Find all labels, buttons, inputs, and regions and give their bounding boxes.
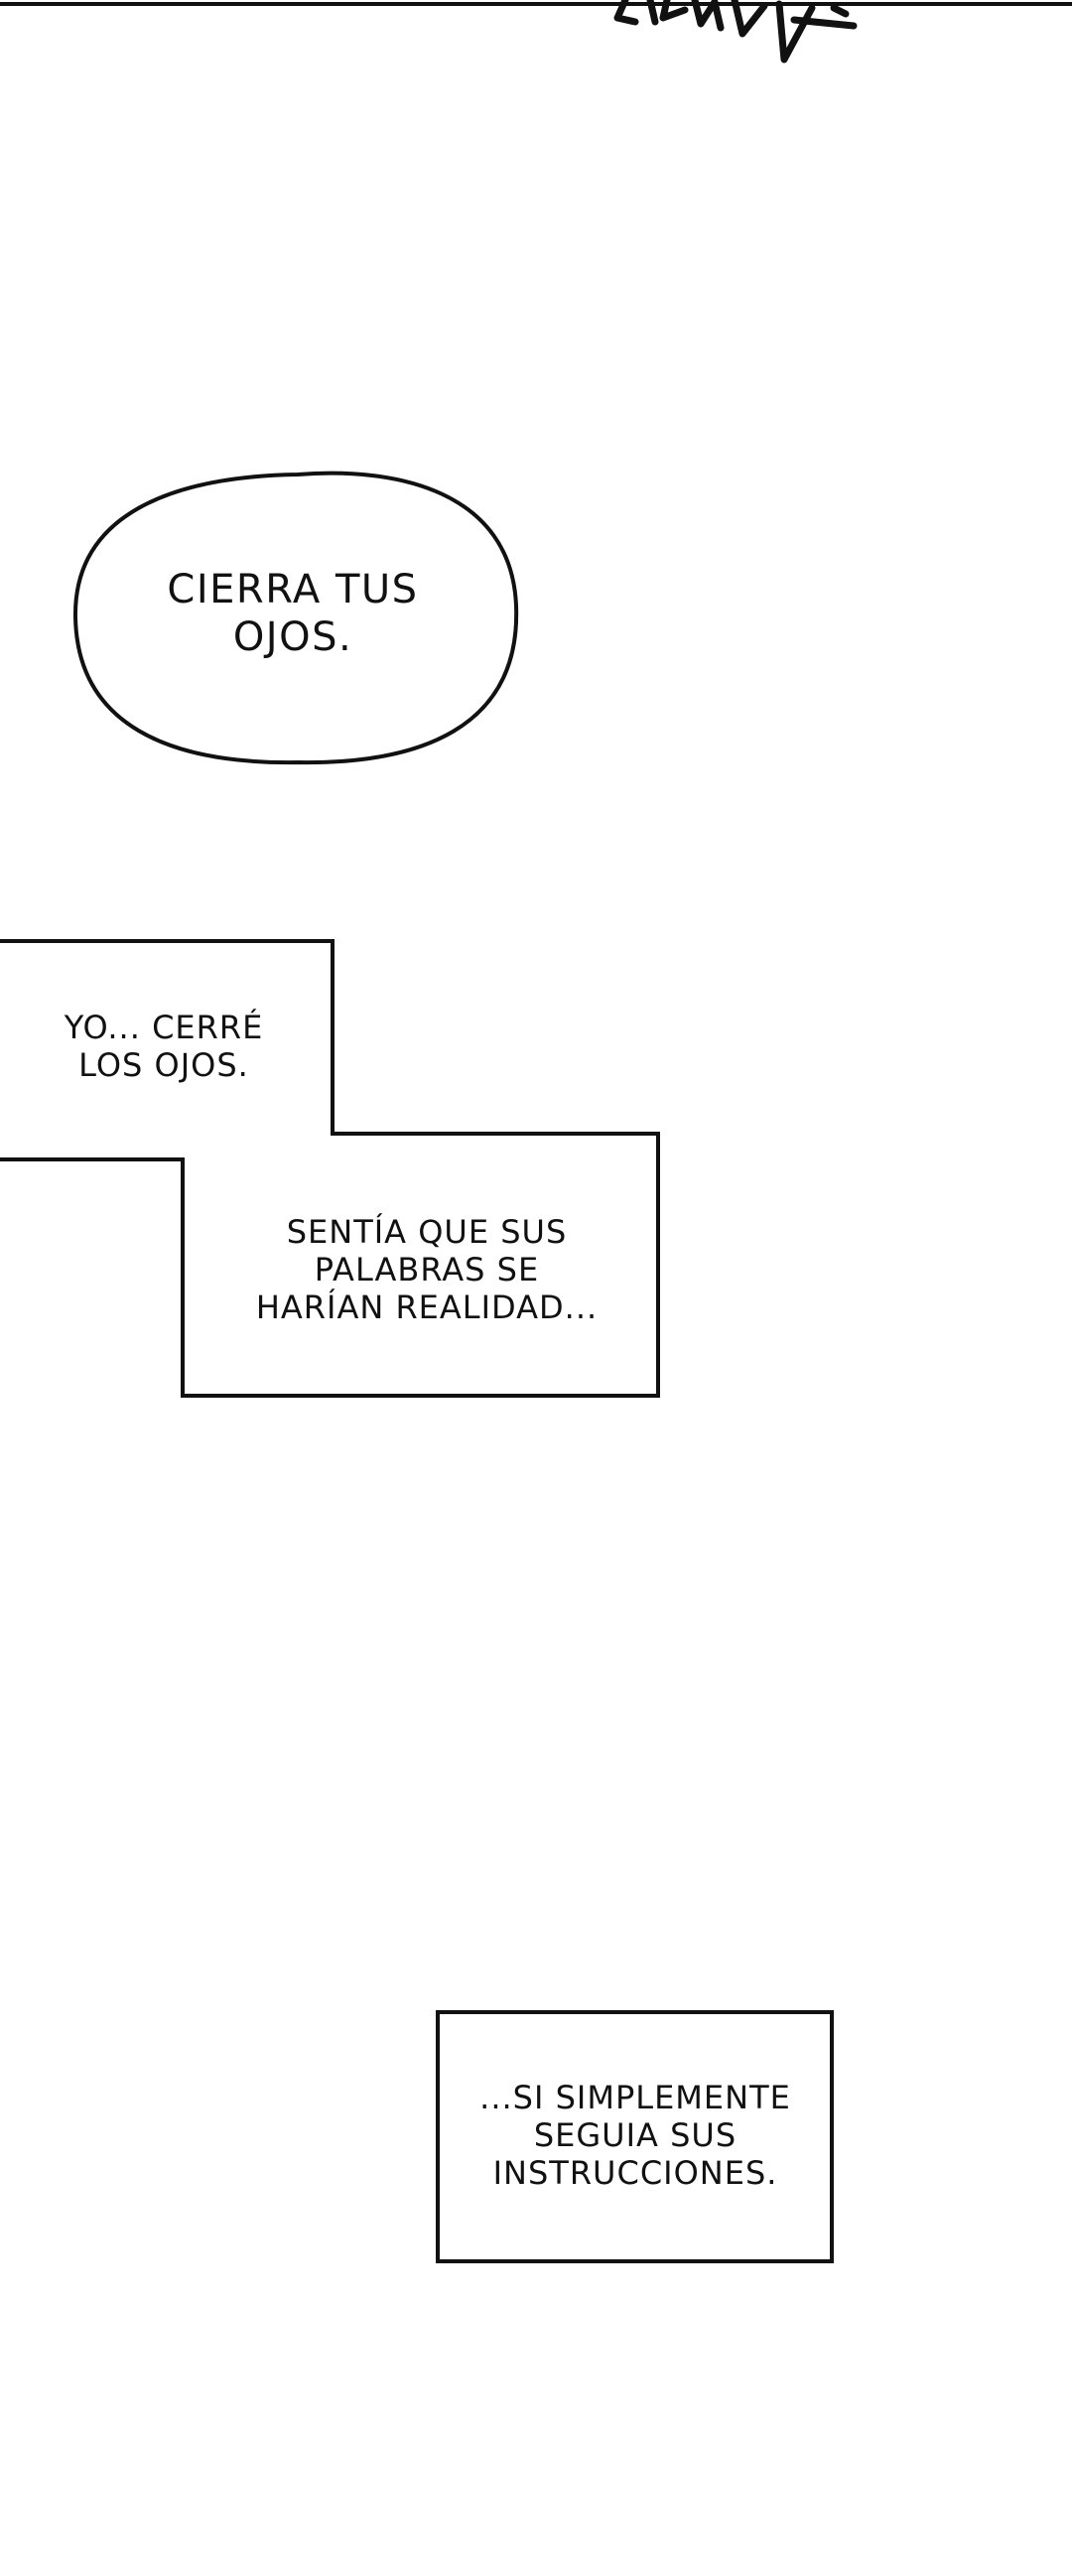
- speech-bubble-text: CIERRA TUS OJOS.: [167, 567, 419, 660]
- narration-box-3-text: ...SI SIMPLEMENTE SEGUIA SUS INSTRUCCION…: [479, 2079, 791, 2192]
- narration-box-1-text: YO... CERRÉ LOS OJOS.: [64, 1009, 264, 1084]
- sound-effect-lettering: [613, 0, 858, 64]
- speech-bubble-outline: [72, 471, 519, 765]
- narration-box-2-text: SENTÍA QUE SUS PALABRAS SE HARÍAN REALID…: [255, 1213, 599, 1326]
- narration-box-1-outline: [0, 939, 660, 1398]
- narration-box-3-outline: [436, 2010, 834, 2263]
